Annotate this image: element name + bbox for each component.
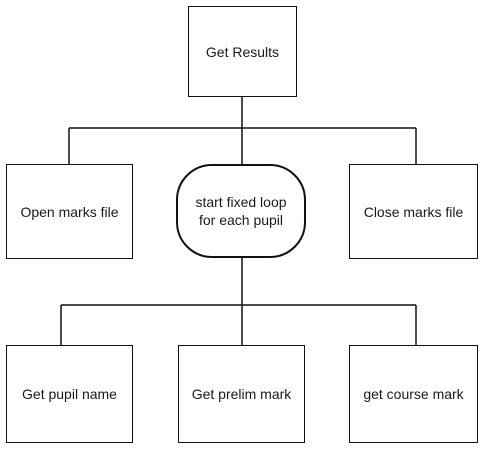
connector-loop-to-level2 — [60, 258, 417, 345]
node-get-results: Get Results — [188, 6, 297, 97]
node-get-course-mark: get course mark — [349, 345, 478, 443]
connector-root-to-level1 — [68, 97, 417, 164]
node-get-pupil-name-label: Get pupil name — [22, 386, 117, 402]
node-get-pupil-name: Get pupil name — [6, 345, 133, 443]
node-close-marks-file: Close marks file — [349, 164, 478, 259]
node-get-results-label: Get Results — [205, 43, 280, 60]
node-open-marks-file-label: Open marks file — [20, 203, 119, 220]
node-get-prelim-mark: Get prelim mark — [178, 345, 305, 443]
node-open-marks-file: Open marks file — [6, 164, 133, 259]
node-get-course-mark-label: get course mark — [363, 386, 464, 402]
node-start-loop: start fixed loop for each pupil — [176, 164, 306, 258]
node-get-prelim-mark-label: Get prelim mark — [191, 386, 292, 402]
node-close-marks-file-label: Close marks file — [363, 203, 464, 220]
node-start-loop-label: start fixed loop for each pupil — [195, 194, 287, 228]
